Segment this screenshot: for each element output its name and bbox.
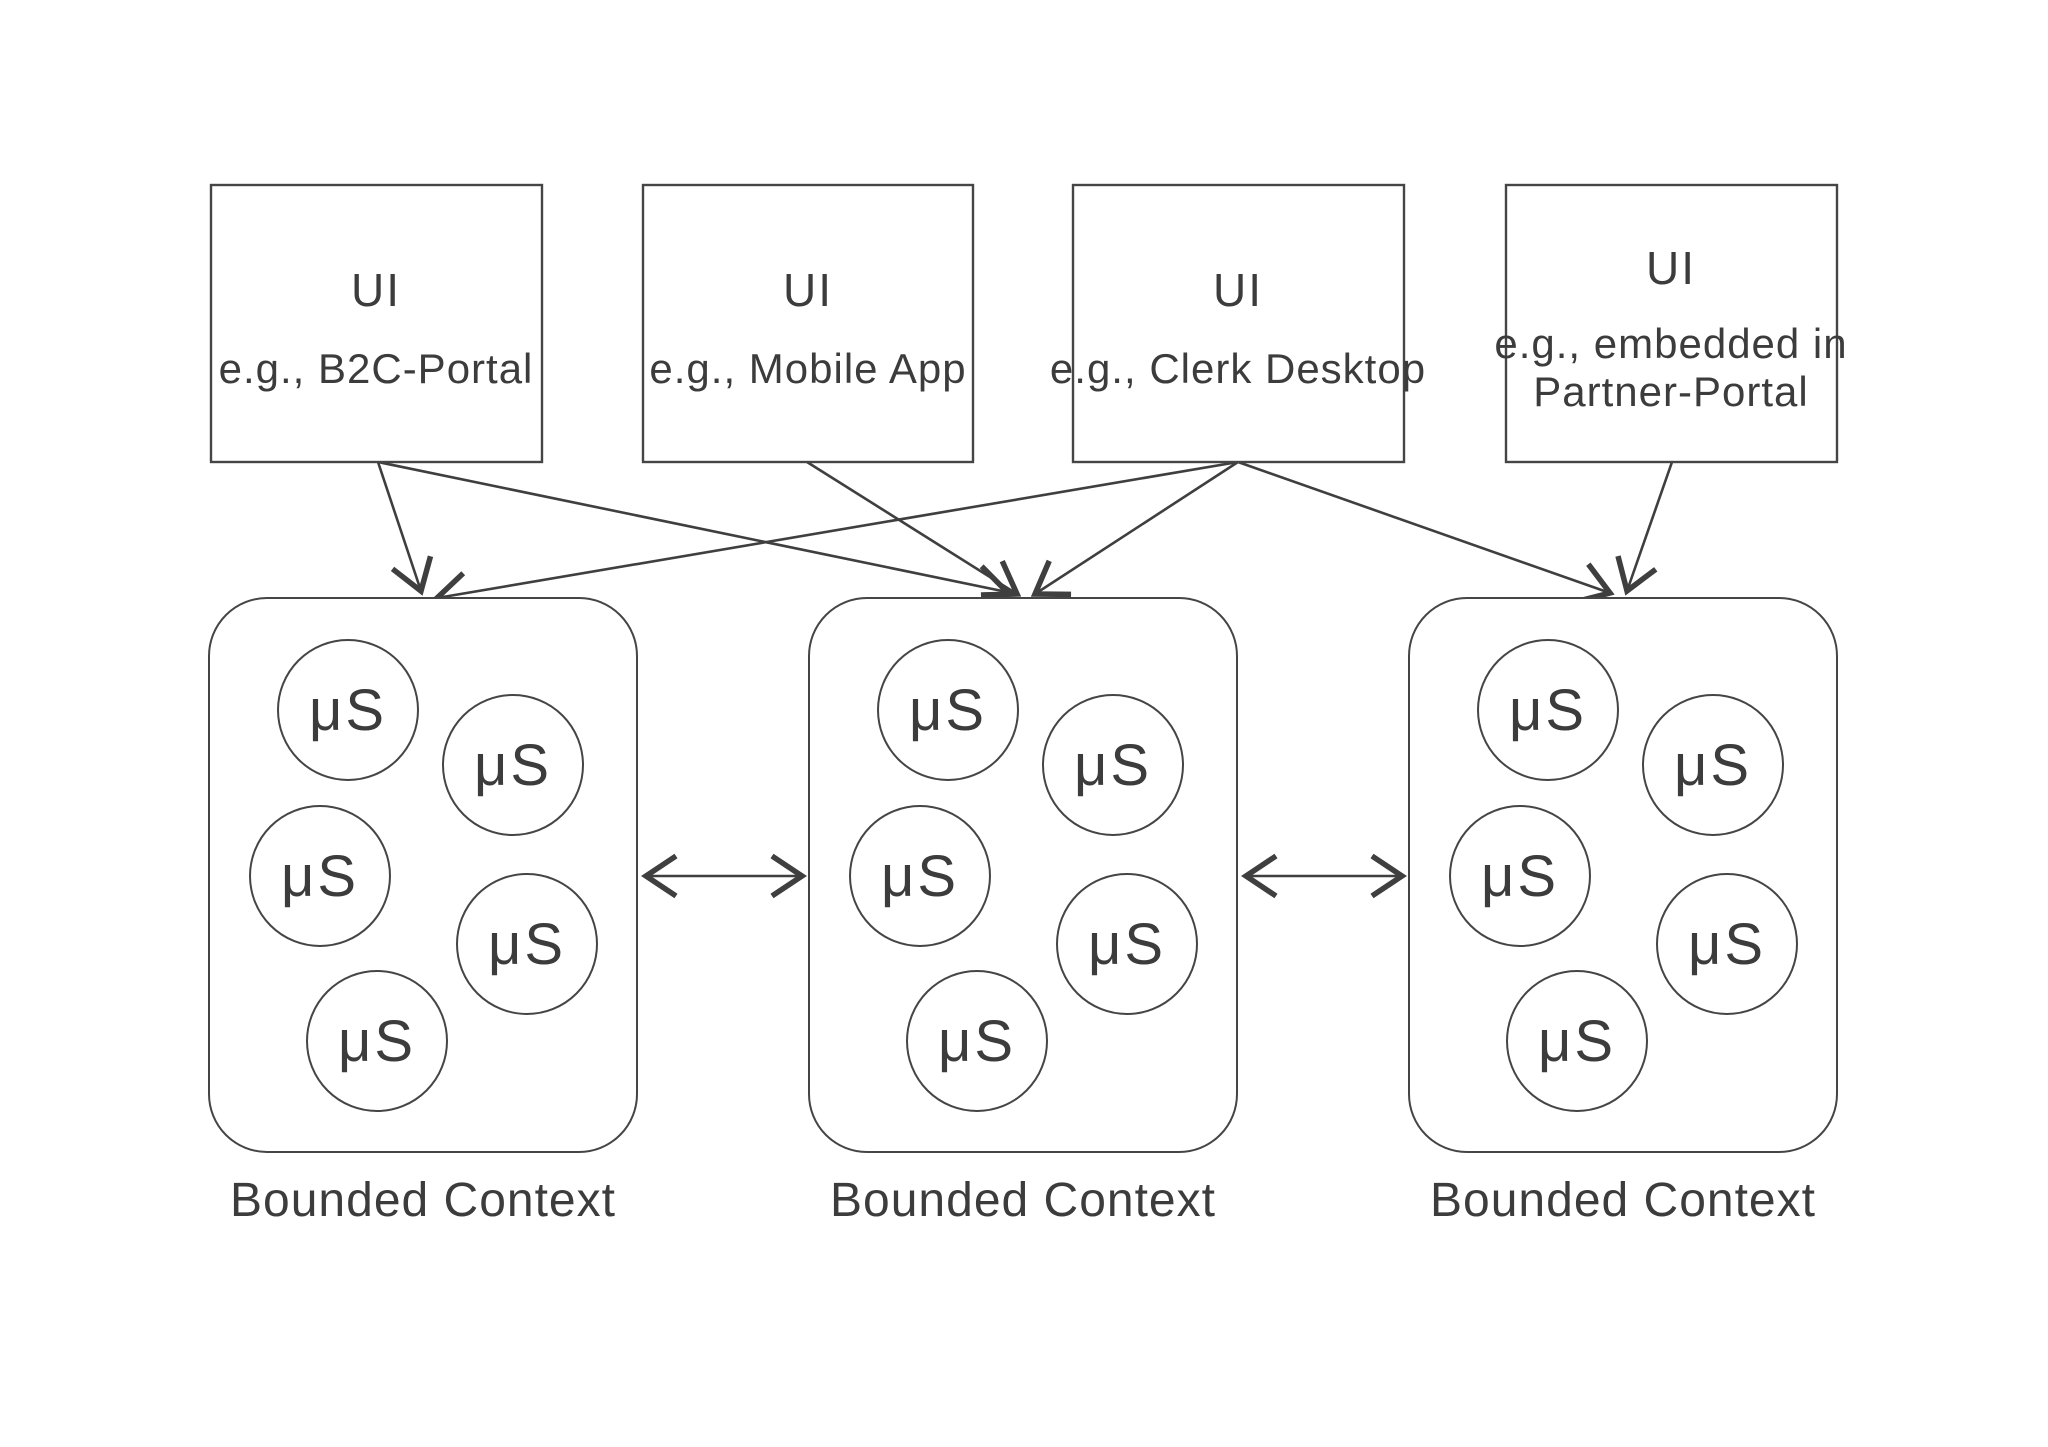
microservice-circle <box>1056 873 1198 1015</box>
ui-box-b2c-portal: UI e.g., B2C-Portal <box>209 183 544 464</box>
microservice-label: μS <box>938 1009 1016 1074</box>
microservice-circle <box>306 970 448 1112</box>
microservice-circle <box>877 639 1019 781</box>
microservice-circle <box>849 805 991 947</box>
microservice-label: μS <box>309 678 387 743</box>
microservice-label: μS <box>881 844 959 909</box>
microservice-label: μS <box>281 844 359 909</box>
microservice-label: μS <box>488 912 566 977</box>
ui-box-subtitle: e.g., B2C-Portal <box>219 345 534 392</box>
microservice-circle <box>1042 694 1184 836</box>
microservice-circle <box>1656 873 1798 1015</box>
arrow-clerk-desktop-to-context1 <box>432 460 1239 616</box>
arrow-clerk-desktop-to-context3 <box>1237 460 1615 605</box>
microservice-circle <box>442 694 584 836</box>
ui-box-subtitle: e.g., Mobile App <box>649 345 966 392</box>
microservice-label: μS <box>474 733 552 798</box>
microservice-circle <box>456 873 598 1015</box>
ui-box-title: UI <box>1213 264 1263 316</box>
microservice-label: μS <box>1674 733 1752 798</box>
bounded-context-label: Bounded Context <box>1430 1174 1816 1227</box>
microservice-circle <box>1449 805 1591 947</box>
ui-box-mobile-app: UI e.g., Mobile App <box>641 183 975 464</box>
ui-box-title: UI <box>783 264 833 316</box>
ui-box-clerk-desktop: UI e.g., Clerk Desktop <box>1050 183 1426 464</box>
ui-box-partner-portal: UI e.g., embedded in Partner-Portal <box>1494 183 1847 464</box>
microservice-label: μS <box>1509 678 1587 743</box>
arrow-partner-portal-to-context3 <box>1615 461 1674 596</box>
arrow-b2c-portal-to-context2 <box>377 460 1012 609</box>
ui-box-subtitle-line2: Partner-Portal <box>1533 368 1808 415</box>
bounded-context-2: μS μS μS μS μS Bounded Context <box>808 597 1238 1227</box>
microservice-label: μS <box>1074 733 1152 798</box>
ui-box-subtitle-line1: e.g., embedded in <box>1494 320 1847 367</box>
ui-box-subtitle: e.g., Clerk Desktop <box>1050 345 1426 392</box>
microservice-label: μS <box>1688 912 1766 977</box>
microservice-circle <box>277 639 419 781</box>
bounded-context-3: μS μS μS μS μS Bounded Context <box>1408 597 1838 1227</box>
microservice-label: μS <box>1481 844 1559 909</box>
microservice-circle <box>1477 639 1619 781</box>
ui-box-title: UI <box>351 264 401 316</box>
microservice-label: μS <box>338 1009 416 1074</box>
ui-box-partner-portal-frame <box>1504 183 1839 464</box>
microservice-label: μS <box>1538 1009 1616 1074</box>
microservice-circle <box>906 970 1048 1112</box>
ui-box-mobile-app-frame <box>641 183 975 464</box>
arrow-b2c-portal-to-context1 <box>376 461 434 596</box>
arrow-mobile-app-to-context2 <box>806 460 1022 598</box>
microservice-circle <box>249 805 391 947</box>
bounded-context-label: Bounded Context <box>230 1174 616 1227</box>
arrow-clerk-desktop-to-context2 <box>1030 460 1239 598</box>
microservice-label: μS <box>909 678 987 743</box>
ui-box-b2c-portal-frame <box>209 183 544 464</box>
bounded-context-1: μS μS μS μS μS Bounded Context <box>208 597 638 1227</box>
ui-box-title: UI <box>1646 242 1696 294</box>
microservice-circle <box>1642 694 1784 836</box>
ui-box-clerk-desktop-frame <box>1071 183 1406 464</box>
microservice-label: μS <box>1088 912 1166 977</box>
microservice-circle <box>1506 970 1648 1112</box>
ui-to-context-arrows <box>376 460 1674 616</box>
bounded-context-label: Bounded Context <box>830 1174 1216 1227</box>
